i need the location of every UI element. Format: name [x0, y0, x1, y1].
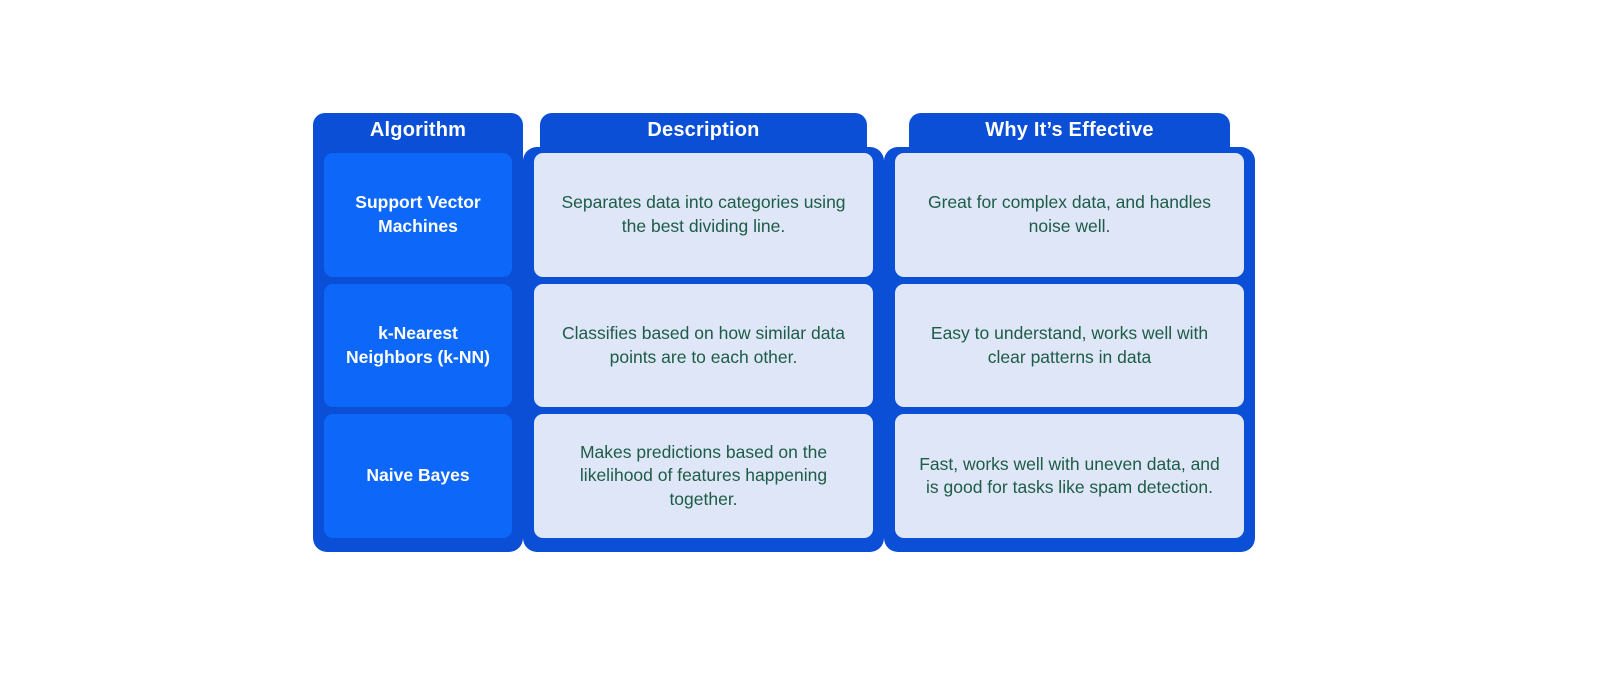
algorithm-label: k-Nearest Neighbors (k-NN)	[346, 322, 490, 367]
column-header-label: Description	[647, 118, 760, 141]
column-header-label: Why It’s Effective	[985, 118, 1154, 141]
description-cell-naive-bayes: Makes predictions based on the likelihoo…	[534, 414, 873, 539]
column-effective: Why It’s Effective Great for complex dat…	[884, 113, 1255, 552]
column-header-algorithm: Algorithm	[313, 113, 523, 147]
effective-text: Great for complex data, and handles nois…	[927, 192, 1212, 236]
column-body-description: Separates data into categories using the…	[523, 147, 884, 552]
column-body-effective: Great for complex data, and handles nois…	[884, 147, 1255, 552]
effective-cell-naive-bayes: Fast, works well with uneven data, and i…	[895, 414, 1244, 539]
description-text: Classifies based on how similar data poi…	[561, 322, 846, 367]
algorithm-cell-naive-bayes: Naive Bayes	[324, 414, 512, 539]
column-algorithm: Algorithm Support Vector Machines k-Near…	[313, 113, 523, 552]
column-header-effective: Why It’s Effective	[909, 113, 1230, 147]
effective-text: Fast, works well with uneven data, and i…	[919, 453, 1220, 498]
algorithm-label: Support Vector Machines	[355, 192, 481, 236]
description-text: Separates data into categories using the…	[561, 192, 846, 236]
effective-cell-knn: Easy to understand, works well with clea…	[895, 283, 1244, 408]
effective-cell-svm: Great for complex data, and handles nois…	[895, 153, 1244, 277]
comparison-table: Algorithm Support Vector Machines k-Near…	[313, 113, 1255, 552]
algorithm-cell-knn: k-Nearest Neighbors (k-NN)	[324, 283, 512, 408]
algorithm-label: Naive Bayes	[366, 465, 470, 486]
algorithm-cell-svm: Support Vector Machines	[324, 153, 512, 277]
column-description: Description Separates data into categori…	[523, 113, 884, 552]
effective-text: Easy to understand, works well with clea…	[930, 322, 1209, 367]
description-text: Makes predictions based on the likelihoo…	[579, 441, 828, 509]
column-body-algorithm: Support Vector Machines k-Nearest Neighb…	[313, 147, 523, 552]
column-header-description: Description	[540, 113, 867, 147]
description-cell-knn: Classifies based on how similar data poi…	[534, 283, 873, 408]
description-cell-svm: Separates data into categories using the…	[534, 153, 873, 277]
column-header-label: Algorithm	[369, 118, 467, 141]
